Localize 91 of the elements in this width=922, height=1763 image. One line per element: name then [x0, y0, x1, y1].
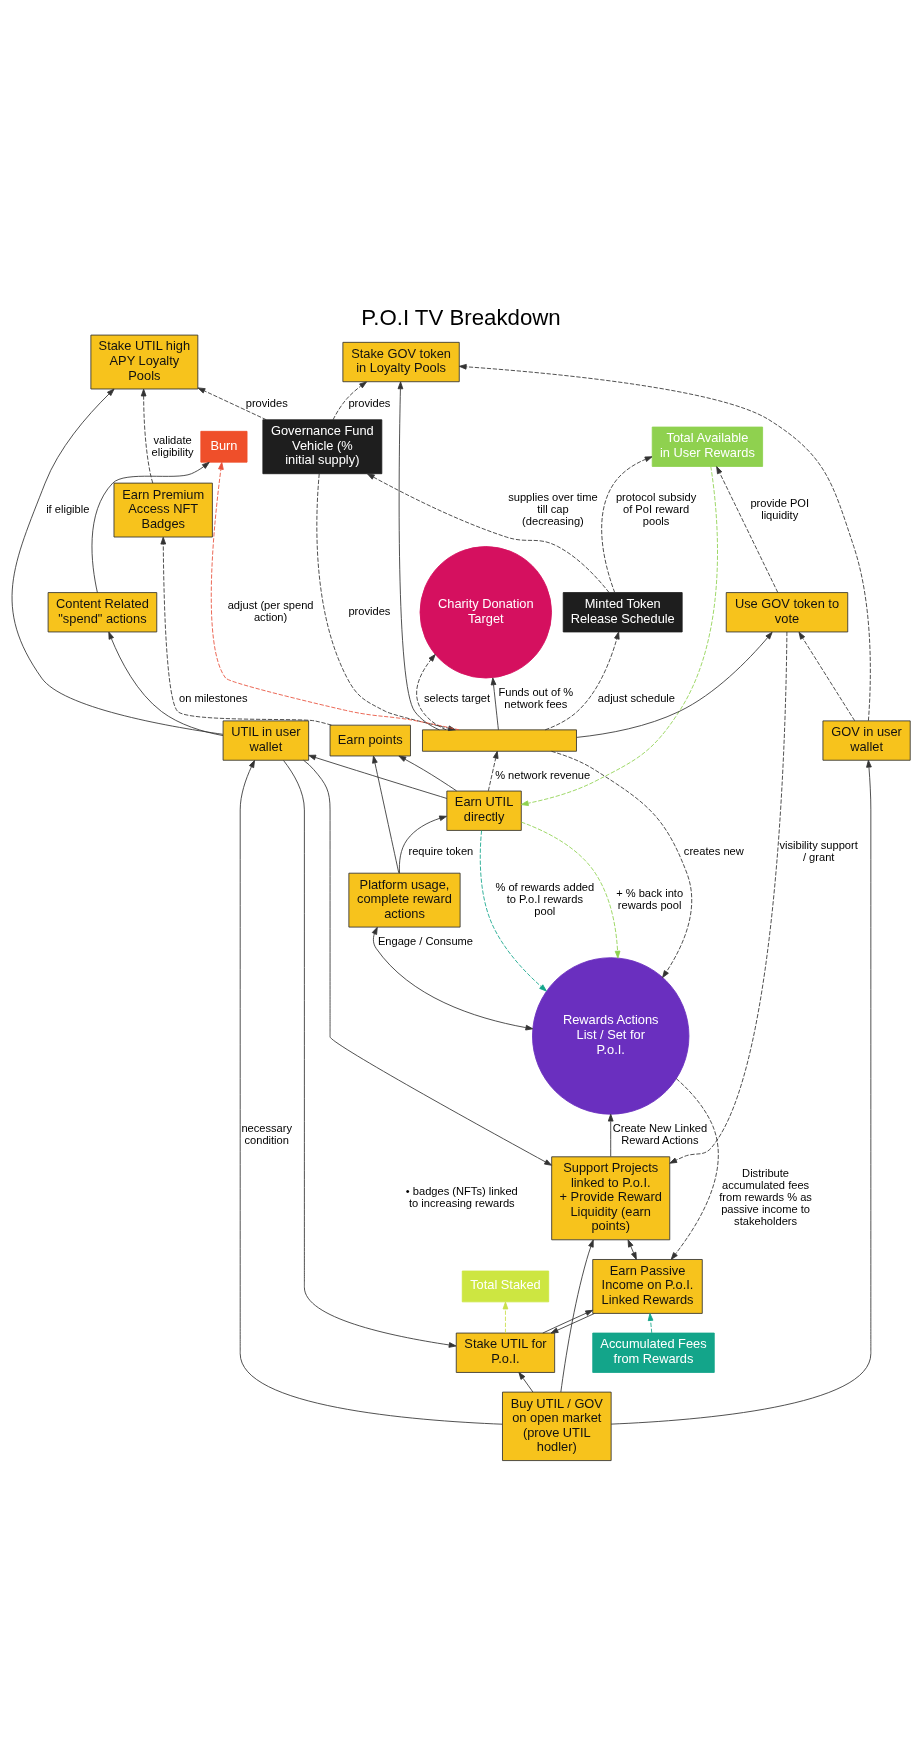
arrow: [303, 759, 552, 1166]
node-box: Support Projects linked to P.o.I. + Provide Reward Liquidity (earn points): [551, 1155, 671, 1240]
arrow: [398, 815, 447, 874]
arrow: [670, 1077, 719, 1260]
edge-label: provides: [245, 396, 288, 409]
edge-label: on milestones: [178, 691, 248, 704]
arrow: [210, 461, 460, 730]
edge-label: % network revenue: [495, 768, 591, 781]
edge-label: validate eligibility: [151, 433, 194, 458]
arrow: [283, 759, 457, 1348]
arrow: [479, 829, 547, 992]
arrow: [371, 926, 534, 1030]
node-box: Total Staked: [461, 1270, 550, 1302]
arrow: [544, 631, 620, 730]
edge-label: if eligible: [46, 502, 90, 515]
arrow: [669, 631, 788, 1164]
edge-label: selects target: [424, 691, 491, 704]
edge-label: Create New Linked Reward Actions: [612, 1121, 708, 1146]
edge-label: + % back into rewards pool: [616, 886, 684, 911]
arrow: [316, 473, 456, 731]
arrow: [542, 1309, 594, 1333]
edge-label: adjust (per spend action): [227, 598, 314, 623]
arrow: [521, 821, 621, 958]
edge-label: supplies over time till cap (decreasing): [508, 490, 598, 527]
edge-label: necessary condition: [241, 1121, 293, 1146]
edge-label: provides: [348, 396, 391, 409]
arrow: [398, 755, 458, 791]
arrow: [610, 759, 872, 1425]
arrow: [197, 387, 267, 420]
edge-label: provides: [348, 604, 391, 617]
arrow: [11, 388, 224, 735]
arrow: [601, 455, 653, 593]
arrow: [397, 381, 440, 730]
node-label: • badges (NFTs) linked to increasing rewards: [405, 1184, 518, 1209]
arrow: [490, 677, 499, 730]
edge-label: Distribute accumulated fees from rewards % as passive income to stakeholders: [719, 1166, 812, 1227]
edge-label: require token: [408, 844, 474, 857]
node-box: Earn UTIL directly: [446, 790, 522, 831]
edge-label: % of rewards added to P.o.I rewards pool: [495, 880, 595, 917]
arrow: [647, 1312, 654, 1333]
arrow: [551, 750, 693, 978]
arrow: [140, 388, 154, 483]
node-box: Minted Token Release Schedule: [562, 591, 683, 632]
node-box: Platform usage, complete reward actions: [348, 872, 461, 928]
arrow: [160, 536, 332, 726]
arrow: [91, 461, 210, 593]
arrow: [366, 472, 610, 593]
edge-label: adjust schedule: [597, 691, 675, 704]
edge-label: visibility support / grant: [779, 838, 858, 863]
edge-label: Funds out of % network fees: [498, 685, 574, 710]
node-box: Use GOV token to vote: [725, 591, 849, 632]
arrow: [332, 380, 367, 420]
arrow: [487, 750, 499, 791]
arrow: [372, 755, 400, 873]
node-box: Governance Fund Vehicle (% initial supply): [262, 418, 383, 474]
arrow: [607, 1113, 614, 1157]
arrow: [716, 465, 779, 593]
arrow: [550, 1312, 595, 1333]
edge-label: creates new: [683, 844, 744, 857]
arrow: [416, 653, 447, 730]
arrow: [458, 363, 871, 721]
node-circle: Charity Donation Target: [419, 545, 552, 678]
arrow: [576, 631, 773, 738]
arrow: [627, 1239, 637, 1260]
node-box: Total Available in User Rewards: [651, 426, 764, 467]
node-box: UTIL in user wallet: [222, 719, 310, 761]
edge-label: protocol subsidy of PoI reward pools: [615, 490, 697, 527]
node-box: Stake GOV token in Loyalty Pools: [342, 341, 460, 382]
diagram-title: P.O.I TV Breakdown: [361, 304, 561, 330]
node-box: Burn: [200, 430, 248, 463]
arrow: [518, 1371, 534, 1392]
node-circle: Rewards Actions List / Set for P.o.I.: [532, 956, 690, 1115]
arrow: [520, 465, 718, 806]
node-box: Earn points: [329, 724, 411, 756]
node-box: Stake UTIL high APY Loyalty Pools: [90, 334, 199, 389]
edge-label: Engage / Consume: [377, 934, 474, 947]
arrow: [502, 1301, 509, 1333]
node-bar: [422, 728, 577, 752]
arrow: [308, 754, 448, 799]
arrow: [108, 631, 224, 736]
node-box: Accumulated Fees from Rewards: [592, 1332, 715, 1373]
node-box: Buy UTIL / GOV on open market (prove UTIL hodler): [502, 1391, 612, 1461]
node-box: Earn Passive Income on P.o.I. Linked Rewards: [592, 1258, 703, 1314]
arrow: [239, 759, 503, 1425]
edge-label: provide POI liquidity: [750, 496, 810, 521]
arrow: [798, 631, 856, 721]
node-box: Content Related "spend" actions: [47, 591, 158, 632]
node-box: Earn Premium Access NFT Badges: [113, 482, 213, 537]
arrow: [560, 1239, 594, 1392]
node-box: Stake UTIL for P.o.I.: [455, 1332, 556, 1373]
node-box: GOV in user wallet: [822, 719, 911, 761]
